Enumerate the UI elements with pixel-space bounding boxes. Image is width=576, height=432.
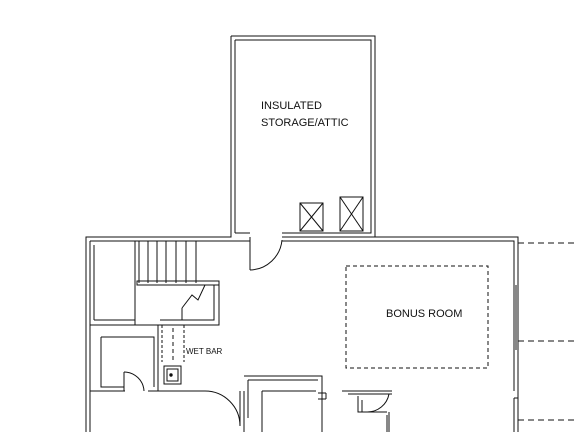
mechanical-unit-right: [339, 196, 364, 232]
bonus-room-outline: [345, 265, 489, 369]
staircase: [93, 241, 220, 326]
storage-label-line2: STORAGE/ATTIC: [261, 117, 349, 129]
closet-walls: [90, 324, 205, 392]
main-walls: [89, 236, 519, 432]
wet-bar-counter: [161, 325, 185, 362]
lower-rooms: [204, 375, 392, 432]
roof-overhang-lines: [518, 242, 576, 421]
mechanical-unit-left: [299, 202, 324, 232]
bonus-room-label: BONUS ROOM: [386, 308, 462, 320]
storage-label-line1: INSULATED: [261, 100, 322, 112]
bonus-room-window: [513, 285, 519, 350]
attic-door: [249, 237, 283, 271]
wet-bar-sink-icon: [163, 365, 182, 385]
wet-bar-label: WET BAR: [186, 347, 223, 356]
